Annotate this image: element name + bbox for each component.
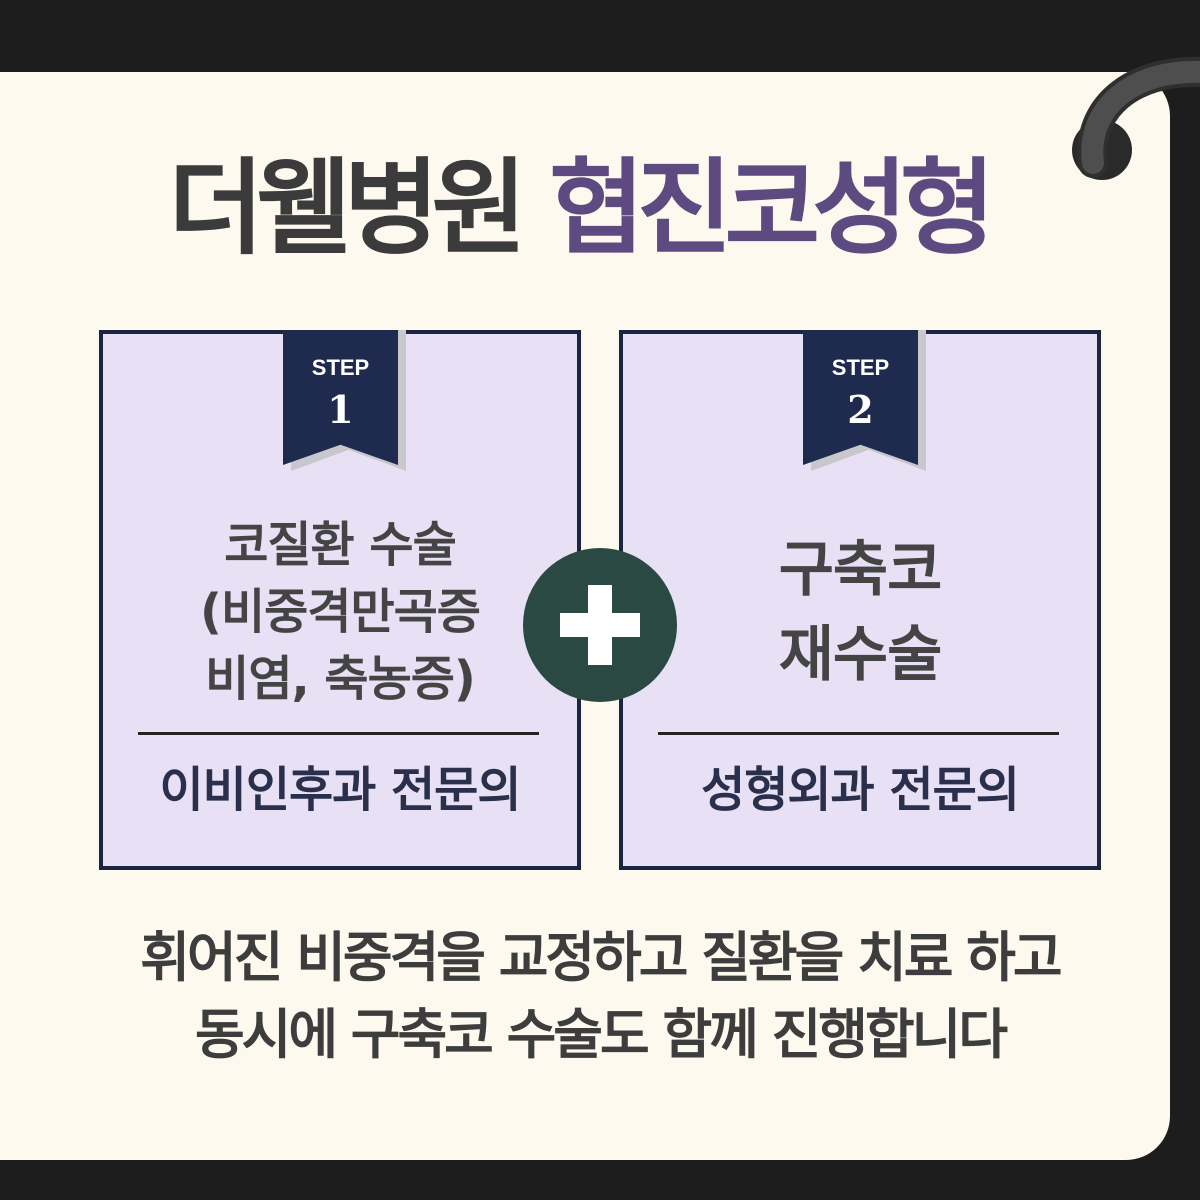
description-line: 비염, 축농증) — [205, 651, 476, 707]
footer-text-line-2: 동시에 구축코 수술도 함께 진행합니다 — [194, 1003, 1008, 1066]
step-1-description: 코질환 수술 (비중격만곡증 비염, 축농증) — [103, 512, 577, 713]
step-label: STEP — [311, 355, 370, 380]
divider — [658, 732, 1059, 735]
title-hospital-name: 더웰병원 — [168, 147, 527, 269]
footer-text-line-1: 휘어진 비중격을 교정하고 질환을 치료 하고 — [140, 926, 1062, 989]
divider — [138, 732, 539, 735]
plus-vertical-bar — [588, 585, 612, 665]
step-1-card: STEP 1 코질환 수술 (비중격만곡증 비염, 축농증) 이비인후과 전문의 — [99, 330, 581, 870]
step-2-card: STEP 2 구축코 재수술 성형외과 전문의 — [619, 330, 1101, 870]
description-line: (비중격만곡증 — [200, 584, 481, 640]
step-2-specialist: 성형외과 전문의 — [701, 762, 1020, 818]
step-1-specialist: 이비인후과 전문의 — [159, 762, 522, 818]
description-line: 코질환 수술 — [224, 517, 457, 573]
step-1-ribbon: STEP 1 — [283, 330, 398, 465]
description-line: 재수술 — [778, 620, 943, 690]
step-number: 1 — [327, 387, 354, 432]
plus-icon — [523, 548, 677, 702]
title-highlight: 협진코성형 — [549, 147, 995, 269]
step-2-ribbon: STEP 2 — [803, 330, 918, 465]
step-2-description: 구축코 재수술 — [623, 528, 1097, 698]
step-number: 2 — [847, 387, 874, 432]
description-line: 구축코 — [778, 535, 943, 605]
step-label: STEP — [831, 355, 890, 380]
